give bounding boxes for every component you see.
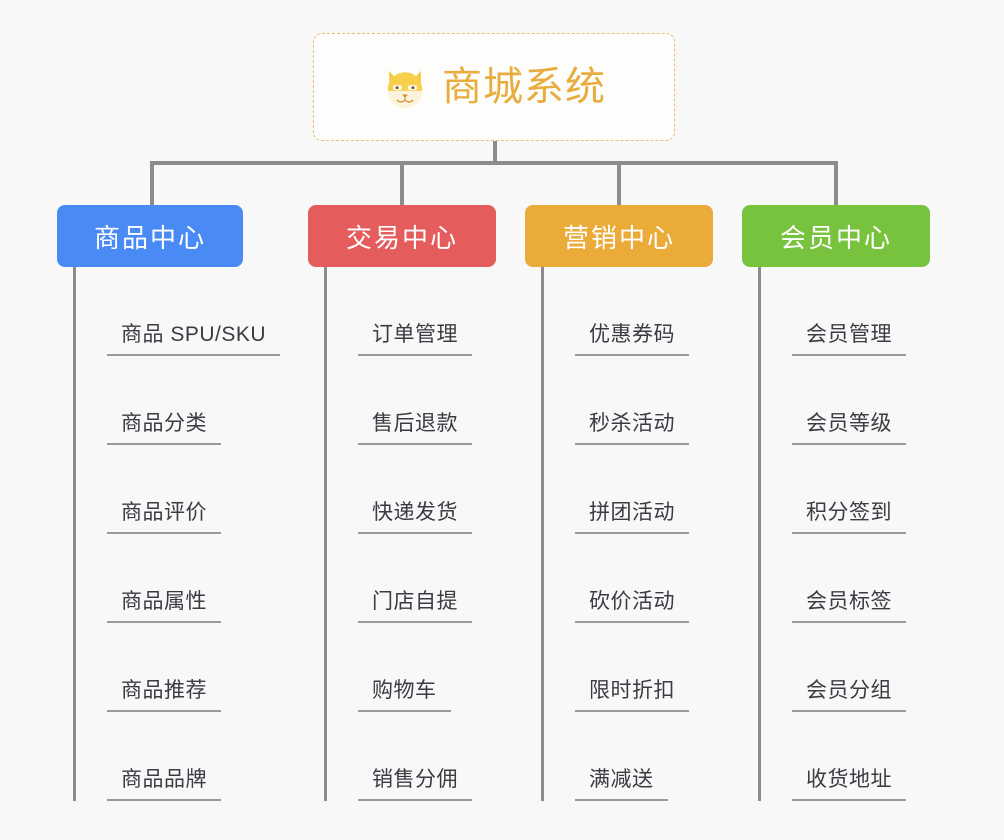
leaf-item[interactable]: 优惠券码 bbox=[544, 267, 745, 356]
leaf-label: 秒杀活动 bbox=[575, 412, 689, 445]
leaf-item[interactable]: 限时折扣 bbox=[544, 623, 745, 712]
connector-drop-4 bbox=[834, 161, 838, 207]
leaf-label: 门店自提 bbox=[358, 590, 472, 623]
leaf-label: 商品 SPU/SKU bbox=[107, 323, 281, 356]
connector-drop-2 bbox=[400, 161, 404, 207]
leaf-item[interactable]: 商品属性 bbox=[76, 534, 277, 623]
leaf-item[interactable]: 会员分组 bbox=[761, 623, 962, 712]
leaf-label: 快递发货 bbox=[358, 501, 472, 534]
leaf-item[interactable]: 快递发货 bbox=[327, 445, 528, 534]
leaf-item[interactable]: 门店自提 bbox=[327, 534, 528, 623]
category-box-trade[interactable]: 交易中心 bbox=[308, 205, 496, 267]
leaf-label: 会员分组 bbox=[792, 679, 906, 712]
leaf-label: 购物车 bbox=[358, 679, 451, 712]
category-box-member[interactable]: 会员中心 bbox=[742, 205, 930, 267]
branch-column-member: 会员中心 会员管理 会员等级 积分签到 会员标签 会员分组 收货地址 bbox=[742, 205, 962, 801]
leaf-label: 会员等级 bbox=[792, 412, 906, 445]
leaf-list-member: 会员管理 会员等级 积分签到 会员标签 会员分组 收货地址 bbox=[758, 267, 962, 801]
leaf-item[interactable]: 砍价活动 bbox=[544, 534, 745, 623]
leaf-item[interactable]: 拼团活动 bbox=[544, 445, 745, 534]
leaf-item[interactable]: 销售分佣 bbox=[327, 712, 528, 801]
root-title: 商城系统 bbox=[442, 65, 606, 109]
root-node-mall-system[interactable]: 商城系统 bbox=[313, 33, 675, 141]
leaf-item[interactable]: 秒杀活动 bbox=[544, 356, 745, 445]
leaf-label: 优惠券码 bbox=[575, 323, 689, 356]
leaf-label: 售后退款 bbox=[358, 412, 472, 445]
leaf-item[interactable]: 积分签到 bbox=[761, 445, 962, 534]
leaf-item[interactable]: 商品 SPU/SKU bbox=[76, 267, 281, 356]
leaf-label: 拼团活动 bbox=[575, 501, 689, 534]
leaf-item[interactable]: 会员管理 bbox=[761, 267, 962, 356]
branch-column-product: 商品中心 商品 SPU/SKU 商品分类 商品评价 商品属性 商品推荐 商品品牌 bbox=[57, 205, 281, 801]
branch-column-marketing: 营销中心 优惠券码 秒杀活动 拼团活动 砍价活动 限时折扣 满减送 bbox=[525, 205, 745, 801]
leaf-label: 订单管理 bbox=[358, 323, 472, 356]
leaf-item[interactable]: 商品评价 bbox=[76, 445, 277, 534]
leaf-label: 会员管理 bbox=[792, 323, 906, 356]
connector-bus bbox=[150, 161, 838, 165]
leaf-list-trade: 订单管理 售后退款 快递发货 门店自提 购物车 销售分佣 bbox=[324, 267, 528, 801]
leaf-item[interactable]: 售后退款 bbox=[327, 356, 528, 445]
leaf-label: 商品评价 bbox=[107, 501, 221, 534]
leaf-label: 积分签到 bbox=[792, 501, 906, 534]
connector-stem bbox=[493, 141, 497, 163]
category-box-marketing[interactable]: 营销中心 bbox=[525, 205, 713, 267]
connector-drop-3 bbox=[617, 161, 621, 207]
leaf-item[interactable]: 商品推荐 bbox=[76, 623, 277, 712]
branch-columns: 商品中心 商品 SPU/SKU 商品分类 商品评价 商品属性 商品推荐 商品品牌… bbox=[0, 205, 1004, 840]
leaf-label: 商品分类 bbox=[107, 412, 221, 445]
leaf-label: 商品品牌 bbox=[107, 768, 221, 801]
leaf-item[interactable]: 订单管理 bbox=[327, 267, 528, 356]
leaf-list-product: 商品 SPU/SKU 商品分类 商品评价 商品属性 商品推荐 商品品牌 bbox=[73, 267, 281, 801]
leaf-label: 砍价活动 bbox=[575, 590, 689, 623]
connector-drop-1 bbox=[150, 161, 154, 207]
leaf-label: 收货地址 bbox=[792, 768, 906, 801]
leaf-item[interactable]: 会员等级 bbox=[761, 356, 962, 445]
leaf-label: 商品推荐 bbox=[107, 679, 221, 712]
leaf-label: 满减送 bbox=[575, 768, 668, 801]
leaf-item[interactable]: 收货地址 bbox=[761, 712, 962, 801]
leaf-item[interactable]: 购物车 bbox=[327, 623, 528, 712]
category-box-product[interactable]: 商品中心 bbox=[57, 205, 243, 267]
leaf-label: 限时折扣 bbox=[575, 679, 689, 712]
leaf-item[interactable]: 满减送 bbox=[544, 712, 745, 801]
leaf-label: 销售分佣 bbox=[358, 768, 472, 801]
shiba-dog-face-icon bbox=[387, 70, 423, 109]
leaf-label: 会员标签 bbox=[792, 590, 906, 623]
leaf-item[interactable]: 会员标签 bbox=[761, 534, 962, 623]
branch-column-trade: 交易中心 订单管理 售后退款 快递发货 门店自提 购物车 销售分佣 bbox=[308, 205, 528, 801]
leaf-label: 商品属性 bbox=[107, 590, 221, 623]
leaf-list-marketing: 优惠券码 秒杀活动 拼团活动 砍价活动 限时折扣 满减送 bbox=[541, 267, 745, 801]
leaf-item[interactable]: 商品分类 bbox=[76, 356, 277, 445]
leaf-item[interactable]: 商品品牌 bbox=[76, 712, 277, 801]
